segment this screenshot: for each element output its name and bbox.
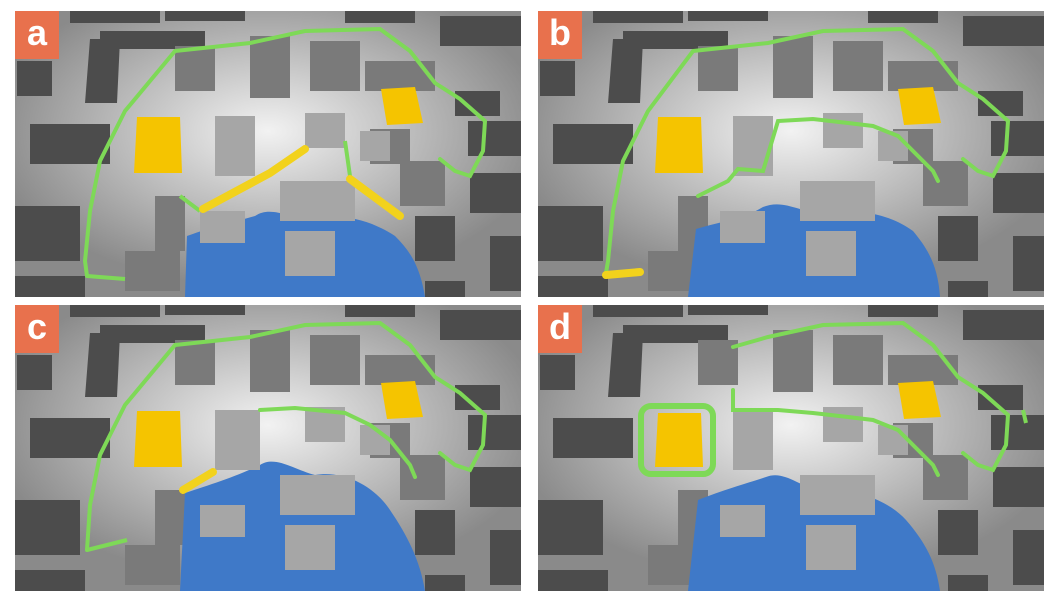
- panel-d: d: [538, 305, 1044, 591]
- green-path-edge: [1021, 409, 1028, 424]
- yellow-path: [179, 468, 217, 494]
- yellow-path-2: [346, 175, 404, 220]
- dark-blocks: [538, 11, 1044, 297]
- green-path-inner: [258, 405, 417, 479]
- light-blocks: [720, 113, 908, 276]
- green-path: [85, 320, 488, 552]
- goal-highlight: [638, 403, 716, 477]
- goal-left: [655, 117, 703, 173]
- panel-b: b: [538, 11, 1044, 297]
- panel-a: a: [15, 11, 521, 297]
- panel-label-b: b: [538, 11, 582, 59]
- goal-left: [134, 117, 182, 173]
- green-path: [731, 320, 1011, 473]
- goal-right: [381, 381, 423, 419]
- yellow-path-1: [199, 145, 309, 213]
- scene-d: [538, 305, 1044, 591]
- goal-right: [381, 87, 423, 125]
- panel-label-a: a: [15, 11, 59, 59]
- green-path-right: [343, 140, 352, 177]
- scene-c: [15, 305, 521, 591]
- green-path: [82, 26, 488, 278]
- panel-label-d: d: [538, 305, 582, 353]
- mid-blocks: [125, 36, 445, 291]
- goal-right: [898, 381, 941, 419]
- green-path-inner: [731, 388, 940, 477]
- green-path: [604, 26, 1011, 275]
- light-blocks: [200, 113, 390, 276]
- green-path-mid: [178, 194, 202, 213]
- goal-left: [655, 413, 703, 467]
- panel-c: c: [15, 305, 521, 591]
- light-blocks: [200, 407, 390, 570]
- scene-a: [15, 11, 521, 297]
- green-path-inner: [696, 116, 940, 198]
- light-blocks: [720, 407, 908, 570]
- dark-blocks: [538, 305, 1044, 591]
- goal-right: [898, 87, 941, 125]
- yellow-path: [602, 268, 644, 279]
- goal-left: [134, 411, 182, 467]
- dark-blocks: [15, 11, 521, 297]
- green-path-bottom: [86, 538, 128, 552]
- panel-label-c: c: [15, 305, 59, 353]
- scene-b: [538, 11, 1044, 297]
- green-path-bottom: [86, 274, 126, 281]
